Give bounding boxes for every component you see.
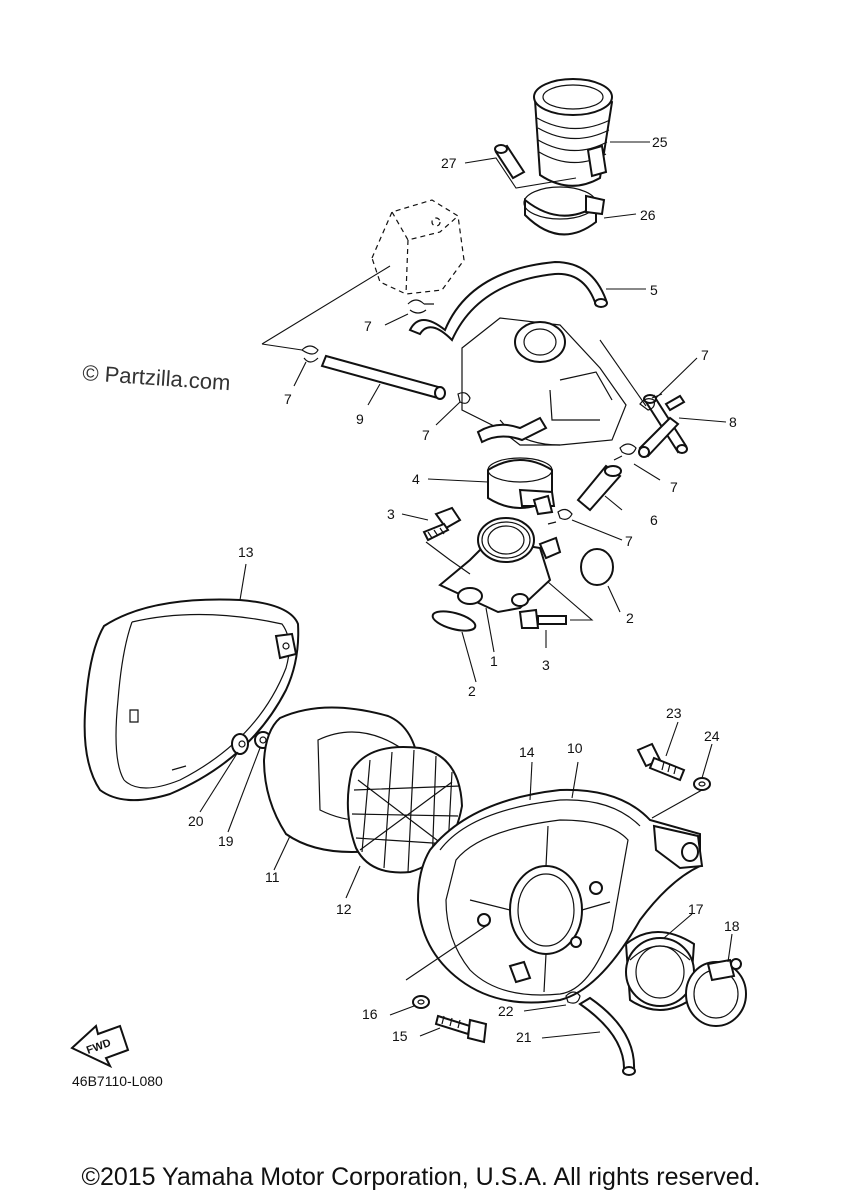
part-1-intake-joint bbox=[438, 517, 562, 614]
callout-6: 6 bbox=[650, 512, 658, 528]
diagram-code: 46B7110-L080 bbox=[72, 1073, 163, 1089]
part-15-bolt bbox=[434, 1014, 488, 1044]
callout-11: 11 bbox=[265, 869, 280, 885]
callout-7d: 7 bbox=[701, 347, 709, 363]
callout-26: 26 bbox=[640, 207, 656, 223]
part-25-intake-duct bbox=[533, 78, 614, 187]
callout-17: 17 bbox=[688, 901, 704, 917]
callout-23: 23 bbox=[666, 705, 682, 721]
partzilla-watermark: © Partzilla.com bbox=[82, 360, 232, 395]
callout-3b: 3 bbox=[542, 657, 550, 673]
callout-1: 1 bbox=[490, 653, 498, 669]
fwd-arrow-icon: FWD bbox=[70, 1024, 130, 1069]
part-17-joint bbox=[624, 931, 696, 1011]
callout-7e: 7 bbox=[670, 479, 678, 495]
callout-labels: 25 27 26 5 7 7 9 7 7 8 7 4 6 7 3 2 1 3 2… bbox=[188, 134, 740, 1045]
callout-21: 21 bbox=[516, 1029, 532, 1045]
part-24-washer bbox=[693, 777, 711, 791]
callout-19: 19 bbox=[218, 833, 234, 849]
callout-10: 10 bbox=[567, 740, 583, 756]
callout-12: 12 bbox=[336, 901, 352, 917]
callout-25: 25 bbox=[652, 134, 668, 150]
callout-7f: 7 bbox=[625, 533, 633, 549]
part-27-hose bbox=[494, 144, 526, 180]
callout-5: 5 bbox=[650, 282, 658, 298]
callout-13: 13 bbox=[238, 544, 254, 560]
part-21-drain-hose bbox=[578, 996, 636, 1076]
carb-side-hose bbox=[476, 416, 548, 444]
part-14-filter-case bbox=[416, 788, 704, 1004]
part-4-clamp bbox=[487, 457, 556, 516]
callout-7c: 7 bbox=[422, 427, 430, 443]
part-20-screw bbox=[231, 733, 249, 755]
part-2-o-ring-left bbox=[431, 610, 477, 632]
callout-7a: 7 bbox=[364, 318, 372, 334]
callout-2b: 2 bbox=[468, 683, 476, 699]
callout-7b: 7 bbox=[284, 391, 292, 407]
part-9-hose bbox=[320, 354, 446, 400]
part-22-clip bbox=[565, 991, 581, 1004]
callout-20: 20 bbox=[188, 813, 204, 829]
part-18-clamp bbox=[685, 958, 747, 1027]
part-2-o-ring-right bbox=[580, 548, 614, 586]
callout-18: 18 bbox=[724, 918, 740, 934]
callout-27: 27 bbox=[441, 155, 457, 171]
callout-9: 9 bbox=[356, 411, 364, 427]
part-5-breather-hose bbox=[408, 260, 608, 342]
callout-15: 15 bbox=[392, 1028, 408, 1044]
part-16-washer bbox=[412, 995, 430, 1009]
callout-4: 4 bbox=[412, 471, 420, 487]
part-26-clamp bbox=[523, 186, 606, 236]
leader-lines bbox=[199, 141, 733, 1039]
part-8-t-fitting bbox=[638, 394, 688, 458]
callout-22: 22 bbox=[498, 1003, 514, 1019]
dashed-cover-outline bbox=[371, 199, 465, 295]
callout-2a: 2 bbox=[626, 610, 634, 626]
part-12-filter-cage bbox=[346, 746, 464, 874]
callout-16: 16 bbox=[362, 1006, 378, 1022]
part-3-bolt-lower bbox=[518, 608, 567, 629]
callout-8: 8 bbox=[729, 414, 737, 430]
callout-3a: 3 bbox=[387, 506, 395, 522]
callout-24: 24 bbox=[704, 728, 720, 744]
part-7-hose-clips bbox=[301, 299, 663, 525]
callout-14: 14 bbox=[519, 744, 535, 760]
part-3-bolt-upper bbox=[422, 506, 462, 542]
part-23-bolt bbox=[636, 742, 686, 782]
copyright-notice: ©2015 Yamaha Motor Corporation, U.S.A. A… bbox=[81, 1163, 761, 1191]
part-6-hose bbox=[576, 464, 622, 512]
